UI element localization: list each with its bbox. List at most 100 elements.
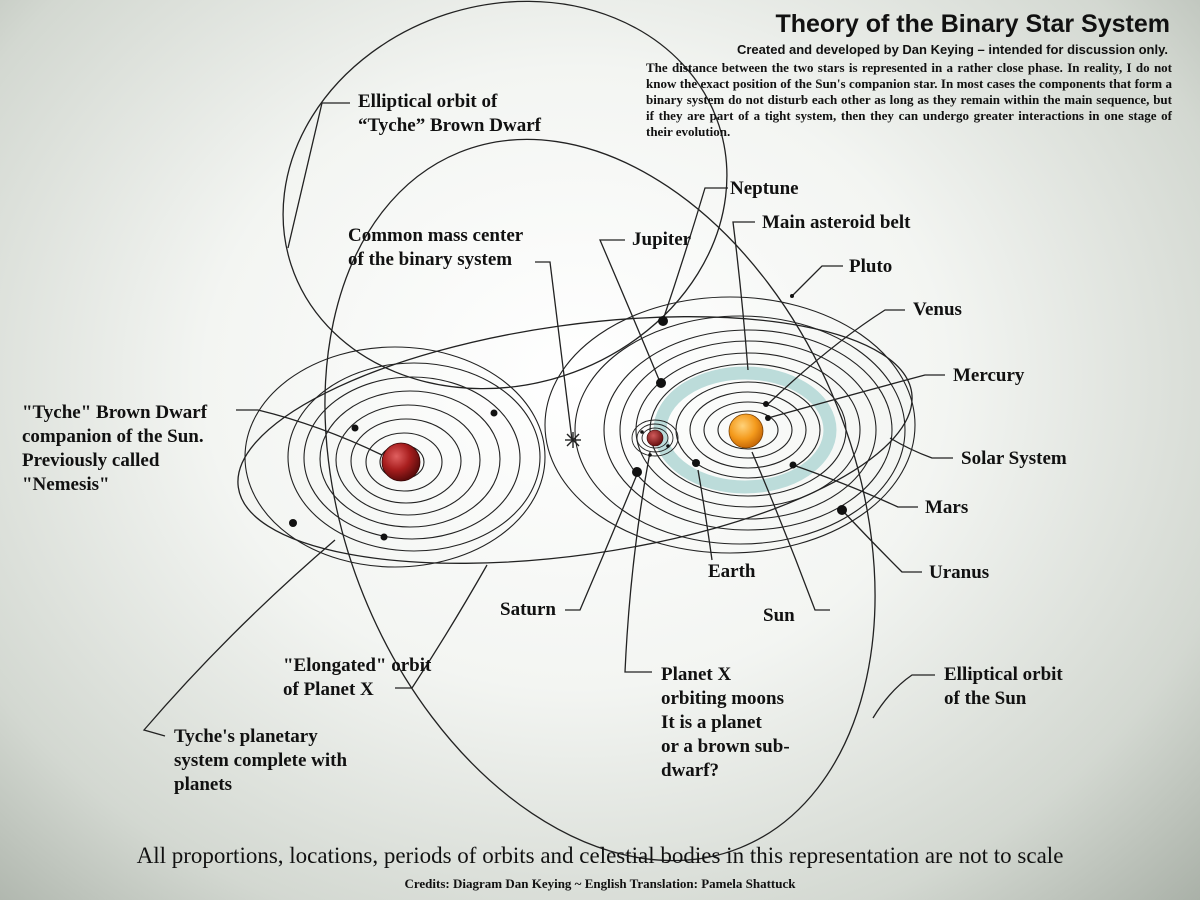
planet-uranus — [837, 505, 847, 515]
label-mars: Mars — [925, 497, 969, 518]
tyche-orbit-3 — [350, 418, 462, 504]
orbit-neptune — [603, 329, 893, 531]
label-asteroid-belt: Main asteroid belt — [762, 212, 911, 233]
leader-mercury — [767, 374, 945, 419]
tyche-orbit-2 — [365, 432, 443, 492]
leader-venus — [767, 309, 905, 405]
label-tyche-system: Tyche's planetary system complete with p… — [174, 725, 347, 797]
leader-uranus — [841, 509, 922, 573]
label-line: or a brown sub- — [661, 736, 790, 757]
planet-x-moon-1 — [640, 430, 644, 434]
label-tyche: "Tyche" Brown Dwarf companion of the Sun… — [22, 401, 207, 497]
leader-planet-x — [624, 451, 652, 673]
tyche-planet-2 — [490, 409, 498, 417]
leader-planet-x-orbit — [395, 564, 488, 689]
orbit-venus — [703, 401, 793, 459]
label-line: "Nemesis" — [22, 474, 110, 495]
planet-jupiter — [656, 378, 666, 388]
leader-solar-system — [889, 437, 953, 459]
planet-x-moon-3 — [648, 453, 652, 457]
leader-sun — [751, 451, 830, 611]
sun — [728, 413, 764, 449]
description-note: The distance between the two stars is re… — [646, 60, 1172, 139]
label-line: "Tyche" Brown Dwarf — [22, 402, 208, 423]
leader-tyche-system — [142, 539, 336, 737]
label-planet-x-moons: Planet X orbiting moons It is a planet o… — [661, 663, 790, 783]
label-line: Elliptical orbit — [944, 664, 1063, 685]
label-line: planets — [174, 774, 233, 795]
leader-pluto — [791, 265, 843, 297]
planet-venus — [763, 401, 769, 407]
orbit-uranus — [619, 340, 877, 520]
mass-center-stroke-4 — [566, 433, 580, 447]
planet-x-elongated-orbit — [237, 316, 913, 564]
orbit-saturn — [635, 352, 861, 508]
tyche-orbit-5 — [319, 390, 501, 528]
leader-tyche-orbit — [287, 102, 350, 249]
tyche-orbit-6 — [303, 376, 521, 540]
leader-earth — [697, 469, 713, 561]
orbit-pluto-1 — [574, 315, 906, 545]
tyche-planet-1 — [351, 424, 359, 432]
planet-x-moon-2 — [666, 444, 670, 448]
mass-center-marker — [565, 432, 581, 448]
label-line: Planet X — [661, 664, 732, 685]
tyche-planet-4 — [289, 519, 297, 527]
label-line: Common mass center — [348, 225, 524, 246]
label-mass-center: Common mass center of the binary system — [348, 224, 523, 272]
leader-jupiter — [599, 239, 661, 383]
label-line: orbiting moons — [661, 688, 784, 709]
leader-tyche — [236, 409, 383, 456]
label-jupiter: Jupiter — [632, 229, 692, 250]
label-line: It is a planet — [661, 712, 762, 733]
label-line: "Elongated" orbit — [283, 655, 432, 676]
leader-lines — [142, 102, 953, 737]
label-pluto: Pluto — [849, 256, 893, 277]
planet-saturn — [632, 467, 642, 477]
label-neptune: Neptune — [730, 178, 799, 199]
tyche-planet-3 — [380, 533, 388, 541]
diagram-title: Theory of the Binary Star System — [775, 10, 1170, 38]
leader-sun-orbit — [872, 674, 935, 719]
planet-neptune — [658, 316, 668, 326]
planet-earth — [692, 459, 700, 467]
label-line: “Tyche” Brown Dwarf — [358, 115, 541, 136]
planet-mercury — [765, 415, 771, 421]
label-line: of Planet X — [283, 679, 374, 700]
label-line: of the Sun — [944, 688, 1027, 709]
planet-x-moon-orbits — [631, 419, 679, 457]
label-saturn: Saturn — [500, 599, 556, 620]
label-line: Elliptical orbit of — [358, 91, 498, 112]
tyche-orbit-4 — [335, 404, 481, 516]
label-line: companion of the Sun. — [22, 426, 204, 447]
planet-mars — [789, 461, 797, 469]
label-sun-orbit: Elliptical orbit of the Sun — [944, 663, 1063, 711]
tyche-orbit-7 — [287, 362, 541, 552]
label-uranus: Uranus — [929, 562, 990, 583]
tyche-planetary-orbits — [244, 346, 546, 568]
sun-elliptical-orbit — [324, 138, 876, 862]
label-line: of the binary system — [348, 249, 513, 270]
scale-disclaimer: All proportions, locations, periods of o… — [136, 843, 1064, 868]
label-tyche-orbit: Elliptical orbit of “Tyche” Brown Dwarf — [358, 90, 541, 138]
asteroid-belt — [653, 366, 837, 494]
label-earth: Earth — [708, 561, 756, 582]
label-planet-x-orbit: "Elongated" orbit of Planet X — [283, 654, 431, 702]
planet-x-moons — [640, 430, 670, 457]
label-solar-system: Solar System — [961, 448, 1067, 469]
label-line: Previously called — [22, 450, 160, 471]
author-byline: Created and developed by Dan Keying – in… — [736, 42, 1168, 57]
label-sun: Sun — [763, 605, 795, 626]
leader-neptune — [662, 187, 728, 321]
orbit-mercury — [717, 410, 779, 450]
planet-x-moon-orbit-3 — [631, 419, 679, 457]
tyche-orbit-8 — [244, 346, 546, 568]
leader-saturn — [565, 471, 639, 611]
planet-x-moon-orbit-1 — [641, 427, 669, 449]
label-line: system complete with — [174, 750, 348, 771]
solar-planets — [632, 294, 847, 515]
label-line: dwarf? — [661, 760, 720, 781]
tyche-brown-dwarf — [381, 442, 421, 482]
planet-pluto — [790, 294, 794, 298]
